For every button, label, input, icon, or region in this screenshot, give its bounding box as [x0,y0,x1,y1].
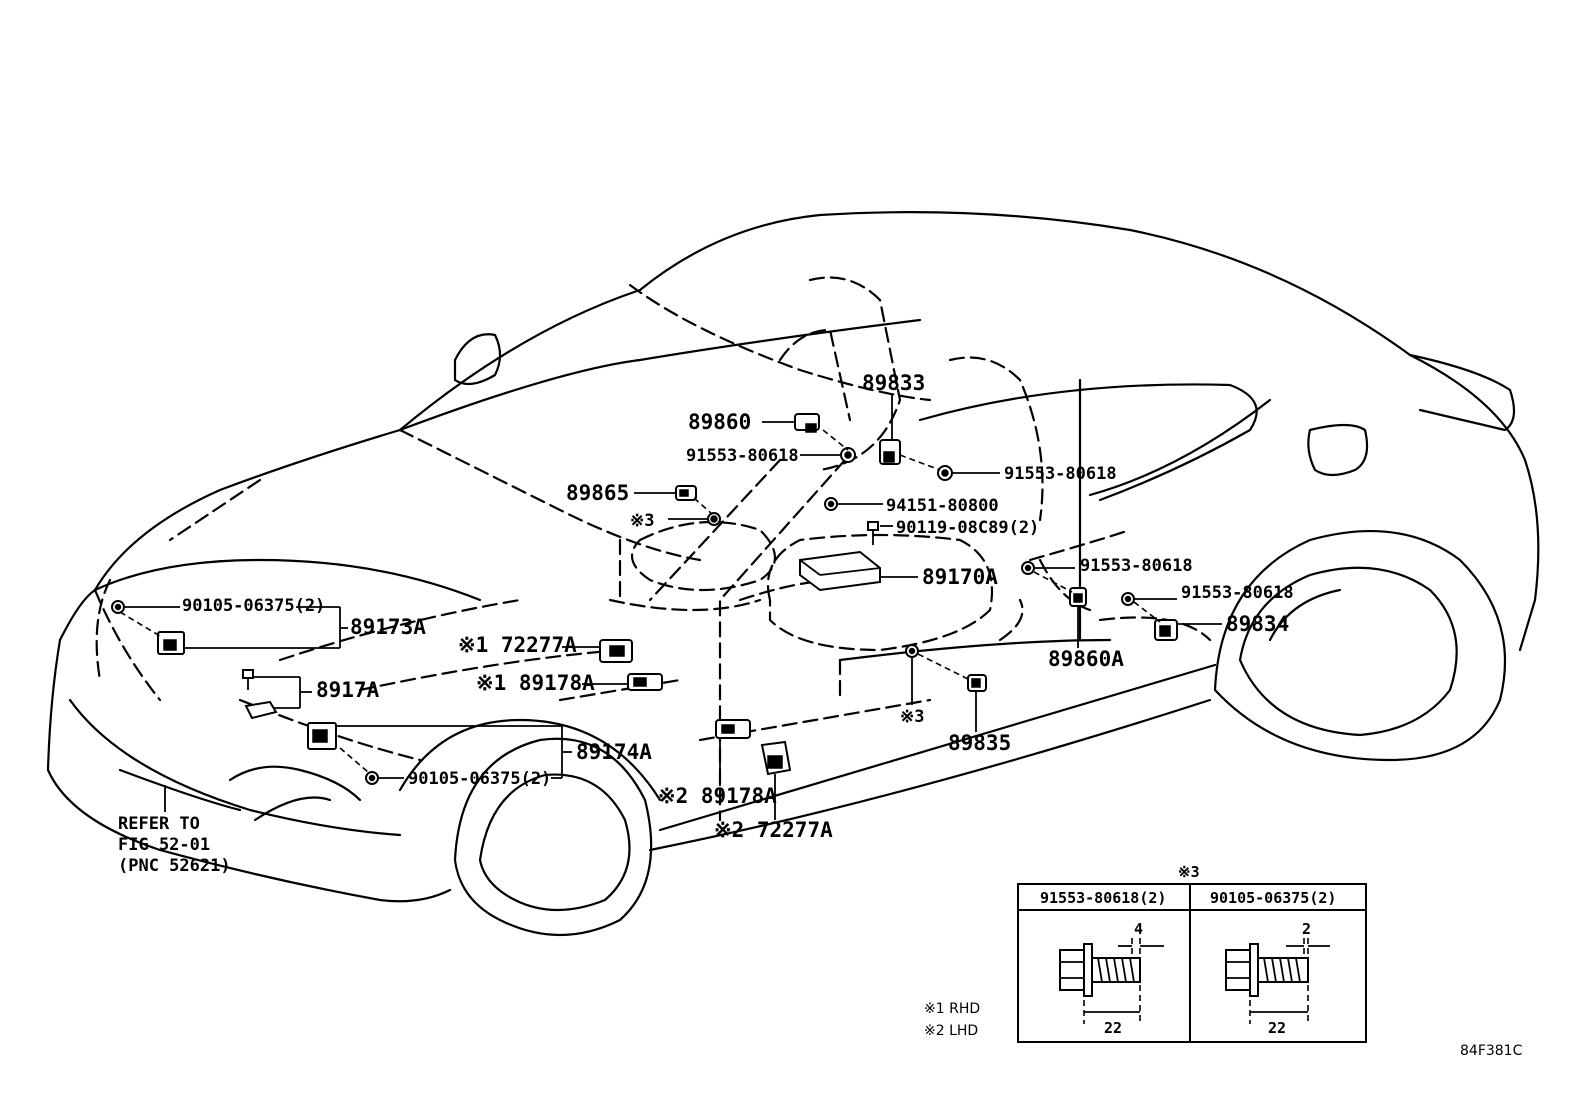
label-72277A-2: ※2 72277A [714,818,833,842]
label-mark3-b: ※3 [900,707,924,727]
label-mark3-a: ※3 [630,511,654,531]
label-91553-c: 91553-80618 [1080,556,1193,576]
label-90105-a: 90105-06375(2) [182,596,325,616]
label-94151: 94151-80800 [886,496,999,516]
detail-col2-header: 90105-06375(2) [1210,889,1336,907]
detail-col1-dim-bottom: 22 [1104,1019,1122,1037]
label-89834: 89834 [1226,612,1289,636]
label-89170A: 89170A [922,565,998,589]
detail-table-title: ※3 [1178,863,1200,881]
legend: ※1 RHD ※2 LHD [924,1001,980,1039]
label-89865: 89865 [566,481,629,505]
bolt-91553-detail-icon [1059,938,1164,1024]
label-90119: 90119-08C89(2) [896,518,1039,538]
leader-lines [119,393,1222,820]
figure-code: 84F381C [1460,1043,1523,1059]
label-89860A: 89860A [1048,647,1124,671]
label-89178A-1: ※1 89178A [476,671,595,695]
label-91553-b: 91553-80618 [1004,464,1117,484]
bolt-90105-detail-icon [1225,938,1330,1024]
callout-labels: 89833 89860 91553-80618 91553-80618 8986… [118,371,1294,876]
label-89835: 89835 [948,731,1011,755]
detail-col1-dim-top: 4 [1134,920,1143,938]
legend-lhd: ※2 LHD [924,1023,978,1039]
detail-col2-dim-bottom: 22 [1268,1019,1286,1037]
label-89173A: 89173A [350,615,426,639]
detail-col2-dim-top: 2 [1302,920,1311,938]
sensor-8917A-icon [244,700,278,720]
interior-hidden-lines [93,276,1212,822]
bolt-8917A-icon [242,669,254,679]
ecu-89170A-icon [799,550,881,592]
label-89178A-2: ※2 89178A [658,784,777,808]
label-72277A-1: ※1 72277A [458,633,577,657]
label-91553-d: 91553-80618 [1181,583,1294,603]
refer-note-line1: REFER TO [118,814,200,834]
label-90105-b: 90105-06375(2) [408,769,551,789]
label-89860: 89860 [688,410,751,434]
parts-glyphs [111,413,1178,785]
label-89833: 89833 [862,371,925,395]
bolt-90119-icon [867,521,879,531]
legend-rhd: ※1 RHD [924,1001,980,1017]
label-91553-a: 91553-80618 [686,446,799,466]
label-8917A: 8917A [316,678,380,702]
refer-note-line2: FIG 52-01 [118,835,210,855]
bolt-detail-table: ※3 91553-80618(2) 90105-06375(2) 4 22 [1017,863,1367,1043]
label-89174A: 89174A [576,740,652,764]
detail-col1-header: 91553-80618(2) [1040,889,1166,907]
refer-note-line3: (PNC 52621) [118,856,231,876]
